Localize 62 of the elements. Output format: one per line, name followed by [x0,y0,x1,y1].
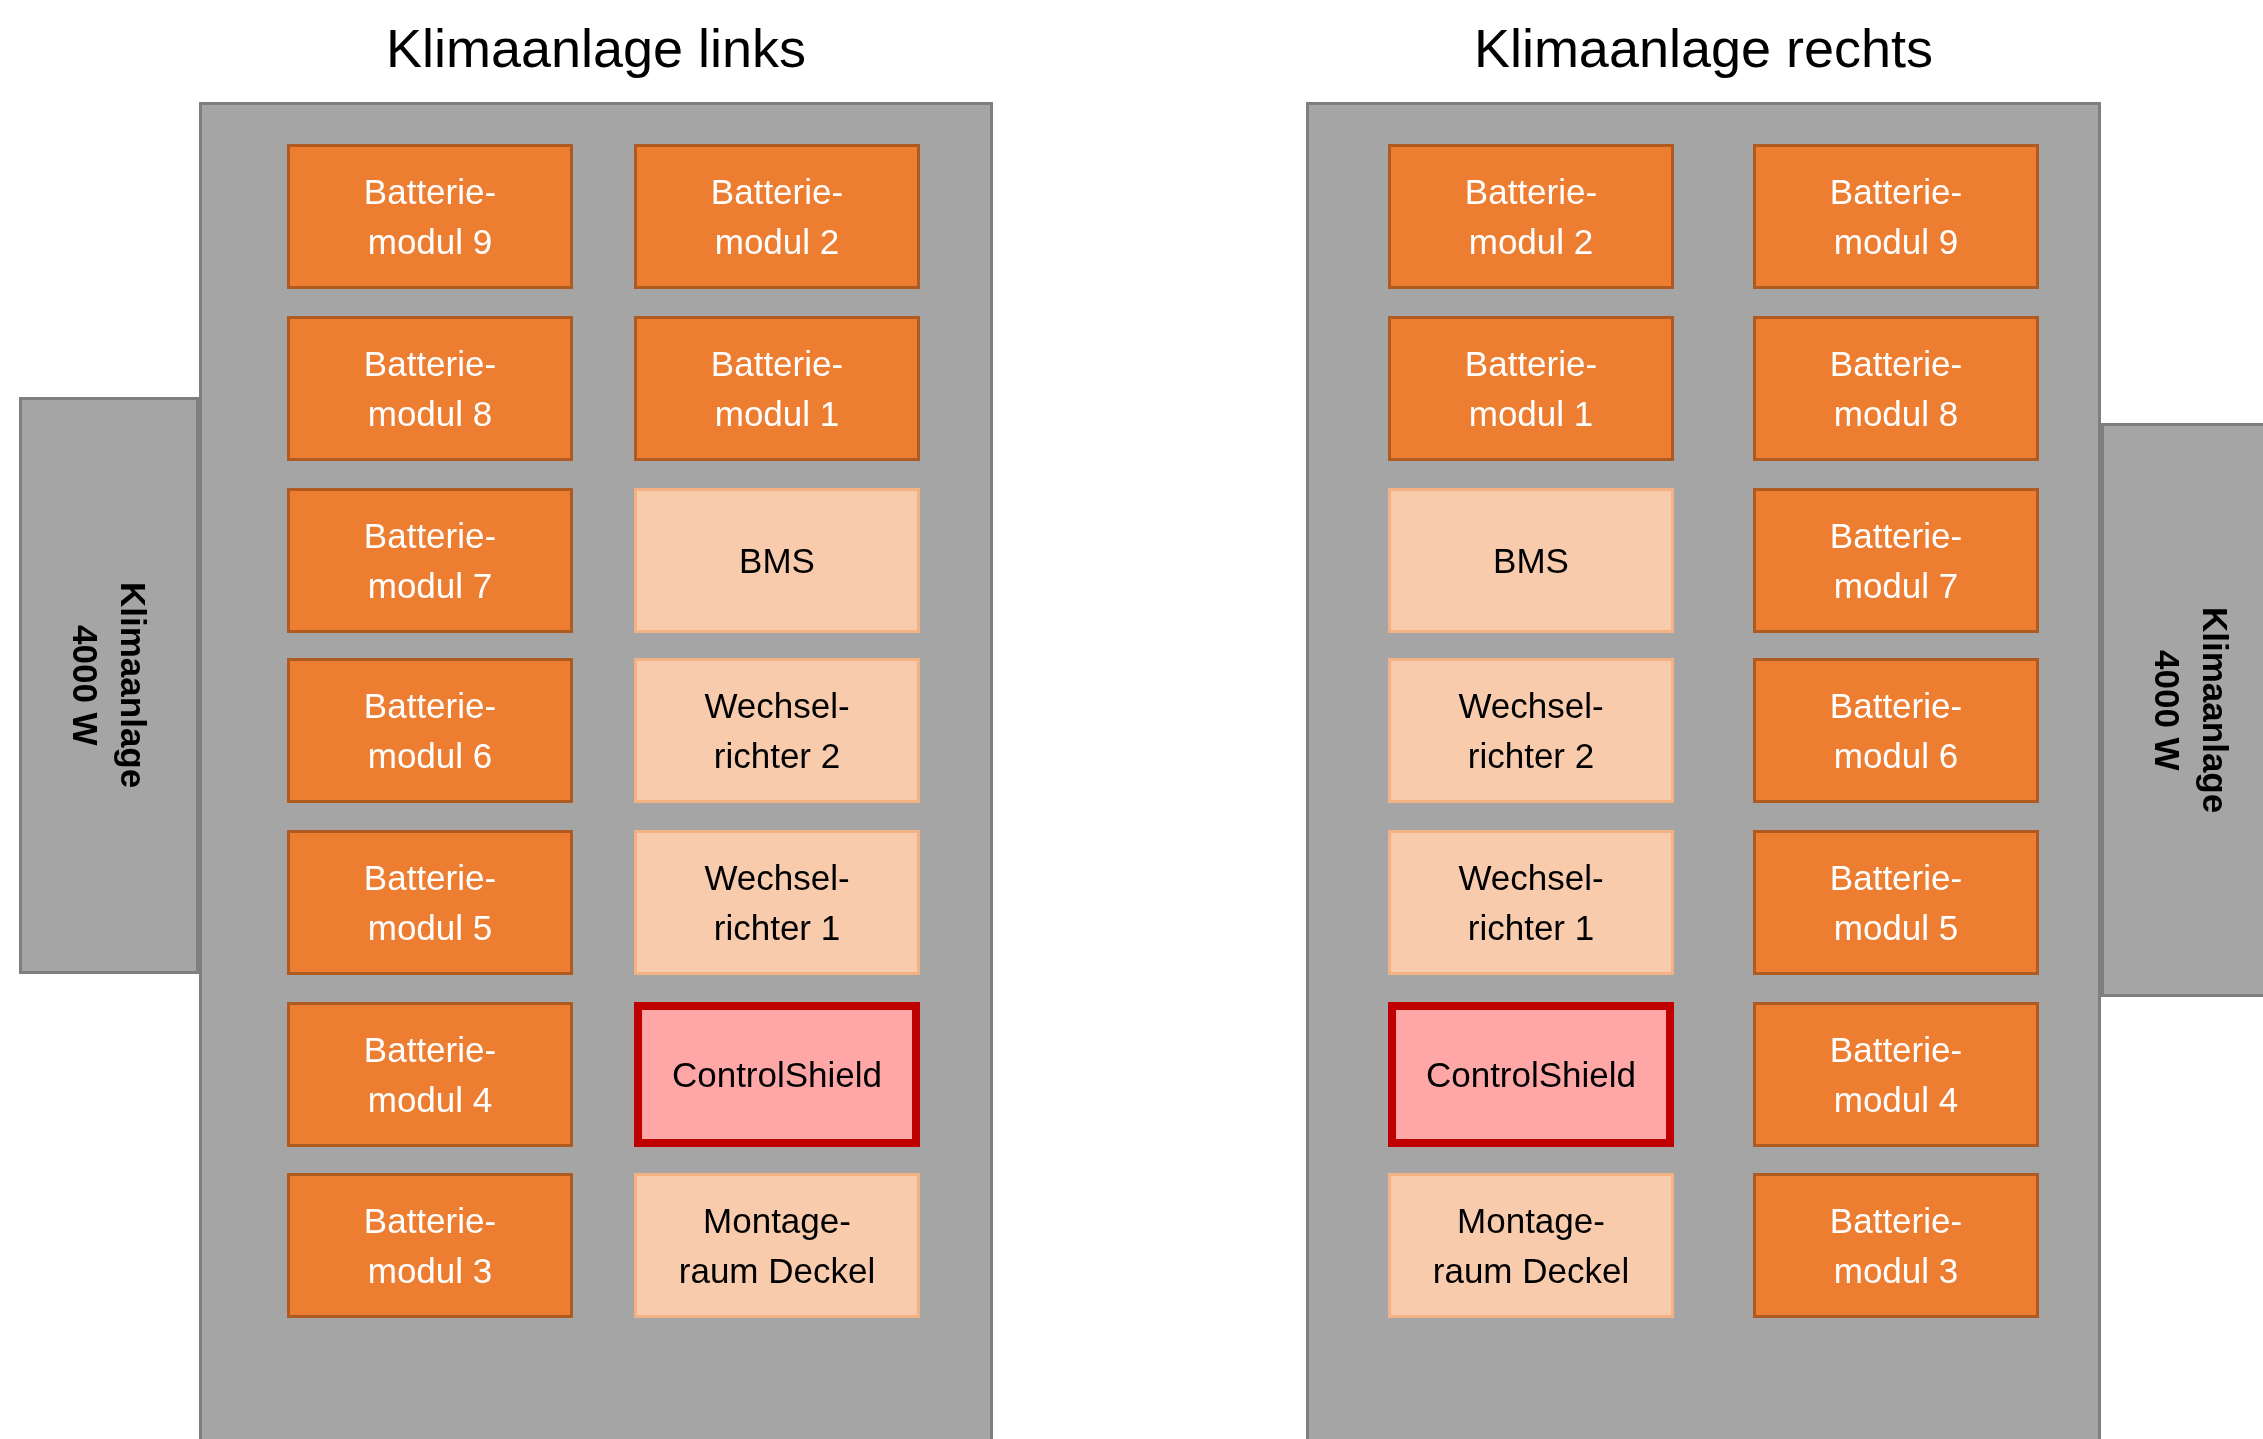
box-label: Batterie- modul 7 [362,514,498,607]
box-label: Batterie- modul 7 [1828,514,1964,607]
battery-module-box [287,144,573,289]
box-label: Batterie- modul 9 [1828,170,1964,263]
box-label: Batterie- modul 1 [709,342,845,435]
component-box [1388,830,1674,975]
component-box [1388,488,1674,633]
box-label: Wechsel- richter 1 [1457,856,1605,949]
component-box [634,658,920,803]
box-label: Batterie- modul 2 [709,170,845,263]
battery-module-box [634,144,920,289]
box-label: Batterie- modul 2 [1463,170,1599,263]
box-label: Batterie- modul 1 [1463,342,1599,435]
box-label: Batterie- modul 8 [1828,342,1964,435]
box-label: Batterie- modul 5 [1828,856,1964,949]
unit-label: Klimaanlage 4000 W [2147,605,2236,816]
box-label: Batterie- modul 9 [362,170,498,263]
battery-module-box [287,488,573,633]
battery-module-box [287,316,573,461]
box-label: Wechsel- richter 1 [703,856,851,949]
box-label: Batterie- modul 4 [1828,1028,1964,1121]
battery-module-box [1753,488,2039,633]
component-box [1388,1173,1674,1318]
battery-module-box [1753,1002,2039,1147]
air-conditioner-box [19,397,199,974]
box-label: Montage- raum Deckel [677,1199,877,1292]
component-box [634,488,920,633]
unit-label: Klimaanlage 4000 W [65,581,154,791]
control-unit-box [634,1002,920,1147]
battery-module-box [287,1173,573,1318]
box-label: ControlShield [670,1053,884,1096]
box-label: Batterie- modul 5 [362,856,498,949]
battery-module-box [1753,144,2039,289]
box-label: Batterie- modul 6 [362,684,498,777]
cabinet-heading: Klimaanlage links [384,17,808,80]
battery-module-box [634,316,920,461]
box-label: Batterie- modul 6 [1828,684,1964,777]
battery-module-box [1388,316,1674,461]
cabinet-heading: Klimaanlage rechts [1472,17,1935,80]
box-label: Batterie- modul 3 [362,1199,498,1292]
battery-module-box [287,658,573,803]
battery-module-box [1753,830,2039,975]
control-unit-box [1388,1002,1674,1147]
box-label: BMS [1492,539,1570,582]
box-label: Batterie- modul 8 [362,342,498,435]
box-label: Batterie- modul 4 [362,1028,498,1121]
component-box [634,830,920,975]
box-label: Wechsel- richter 2 [1457,684,1605,777]
battery-module-box [1753,1173,2039,1318]
battery-module-box [1753,658,2039,803]
box-label: BMS [738,539,816,582]
box-label: Batterie- modul 3 [1828,1199,1964,1292]
air-conditioner-box [2101,423,2263,997]
component-box [1388,658,1674,803]
battery-module-box [287,830,573,975]
battery-module-box [1388,144,1674,289]
battery-module-box [287,1002,573,1147]
box-label: ControlShield [1424,1053,1638,1096]
box-label: Montage- raum Deckel [1431,1199,1631,1292]
battery-module-box [1753,316,2039,461]
box-label: Wechsel- richter 2 [703,684,851,777]
component-box [634,1173,920,1318]
